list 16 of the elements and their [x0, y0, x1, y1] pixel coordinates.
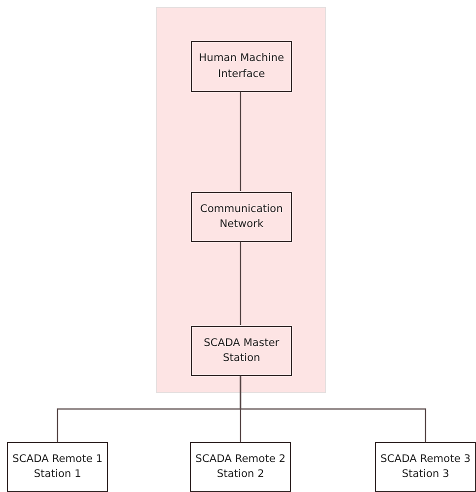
box-label: SCADA Master Station	[202, 336, 280, 366]
process-box	[190, 442, 291, 492]
process-box	[375, 442, 476, 492]
process-box	[191, 192, 292, 242]
box-label: SCADA Remote 2 Station 2	[194, 452, 287, 482]
connector-line	[240, 375, 426, 442]
connector-line	[240, 91, 242, 191]
group-panel	[156, 7, 326, 393]
process-box	[7, 442, 108, 492]
process-box	[191, 326, 292, 376]
box-label: Human Machine Interface	[198, 51, 286, 82]
box-label: Communication Network	[199, 202, 284, 232]
connector-line	[240, 241, 242, 325]
process-box	[191, 41, 292, 92]
box-label: SCADA Remote 3 Station 3	[379, 452, 472, 482]
box-label: SCADA Remote 1 Station 1	[11, 452, 104, 482]
